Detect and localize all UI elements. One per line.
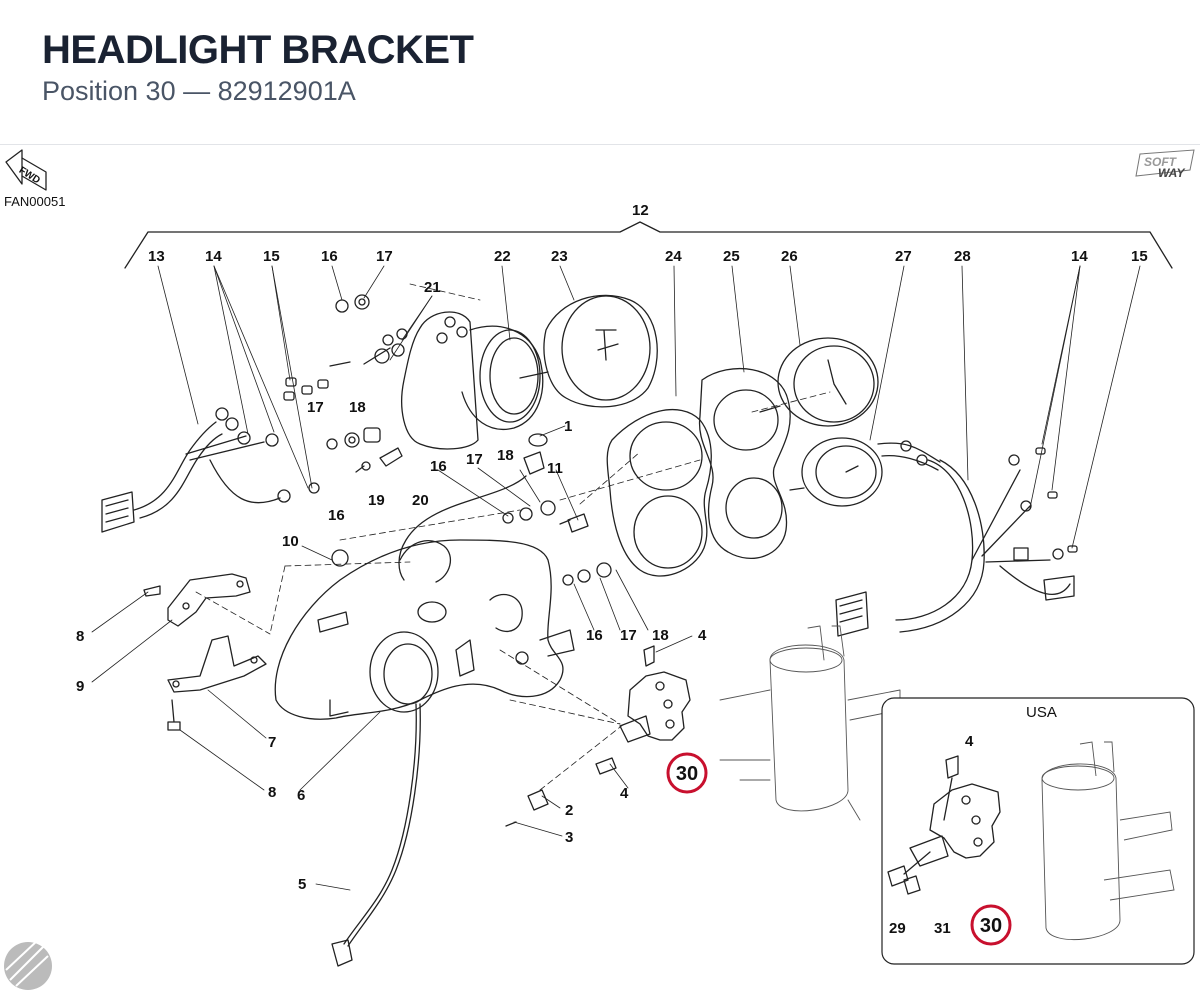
gauge-27 bbox=[789, 437, 883, 507]
label-22: 22 bbox=[494, 248, 511, 265]
gauge-housing-24 bbox=[606, 408, 712, 577]
label-15-right: 15 bbox=[1131, 248, 1148, 265]
highlight-label: 30 bbox=[676, 763, 698, 785]
label-17-mid: 17 bbox=[307, 399, 324, 416]
cable-end bbox=[331, 939, 353, 967]
label-31: 31 bbox=[934, 920, 951, 937]
inset-highlight-position-30[interactable]: 30 bbox=[970, 904, 1012, 946]
label-2: 2 bbox=[565, 802, 573, 819]
label-27: 27 bbox=[895, 248, 912, 265]
label-7: 7 bbox=[268, 734, 276, 751]
headlight-bracket-part-30 bbox=[505, 645, 691, 827]
logo-text-1: SOFT bbox=[1144, 155, 1178, 169]
label-8-bottom: 8 bbox=[268, 784, 276, 801]
label-18-cable: 18 bbox=[497, 447, 514, 464]
label-17-low: 17 bbox=[620, 627, 637, 644]
label-21: 21 bbox=[424, 279, 441, 296]
label-15-left: 15 bbox=[263, 248, 280, 265]
label-10: 10 bbox=[282, 533, 299, 550]
label-26: 26 bbox=[781, 248, 798, 265]
part-number-labels: 12 13 14 15 16 17 21 22 23 24 25 26 27 2… bbox=[76, 202, 1148, 937]
label-4-usa: 4 bbox=[965, 733, 974, 750]
label-17-cable: 17 bbox=[466, 451, 483, 468]
usa-inset bbox=[881, 697, 1195, 965]
bracket-7 bbox=[167, 635, 267, 731]
label-4-upper: 4 bbox=[698, 627, 707, 644]
bracket-9 bbox=[143, 573, 251, 627]
softway-logo: SOFT WAY bbox=[1135, 149, 1195, 180]
forward-arrow-icon bbox=[5, 149, 47, 191]
instrument-housing bbox=[401, 311, 544, 450]
gauge-housing-25 bbox=[698, 367, 791, 559]
header-divider bbox=[0, 144, 1200, 145]
label-16-low: 16 bbox=[586, 627, 603, 644]
label-17-top: 17 bbox=[376, 248, 393, 265]
label-18-mid: 18 bbox=[349, 399, 366, 416]
label-24: 24 bbox=[665, 248, 682, 265]
label-9: 9 bbox=[76, 678, 84, 695]
label-16-left: 16 bbox=[328, 507, 345, 524]
label-14-left: 14 bbox=[205, 248, 222, 265]
label-19: 19 bbox=[368, 492, 385, 509]
inset-title: USA bbox=[1026, 704, 1057, 721]
label-12: 12 bbox=[632, 202, 649, 219]
front-fork-background bbox=[719, 625, 901, 821]
hatched-circle-icon bbox=[4, 939, 52, 990]
headlight-bracket-frame bbox=[274, 539, 575, 720]
label-8-top: 8 bbox=[76, 628, 84, 645]
label-11: 11 bbox=[547, 460, 563, 477]
label-18-low: 18 bbox=[652, 627, 669, 644]
speedometer-cable bbox=[343, 703, 417, 945]
label-28: 28 bbox=[954, 248, 971, 265]
label-3: 3 bbox=[565, 829, 573, 846]
label-4-lower: 4 bbox=[620, 785, 629, 802]
label-16-mid: 16 bbox=[430, 458, 447, 475]
fwd-label: FWD bbox=[17, 165, 42, 186]
logo-text-2: WAY bbox=[1158, 166, 1185, 180]
gauge-23 bbox=[519, 294, 658, 408]
page-title: HEADLIGHT BRACKET bbox=[42, 28, 474, 72]
label-5: 5 bbox=[298, 876, 306, 893]
inset-highlight-label: 30 bbox=[980, 915, 1002, 937]
page-subtitle: Position 30 — 82912901A bbox=[42, 76, 356, 106]
left-wiring-harness bbox=[101, 407, 320, 533]
label-14-right: 14 bbox=[1071, 248, 1088, 265]
label-20: 20 bbox=[412, 492, 429, 509]
label-16-top: 16 bbox=[321, 248, 338, 265]
label-25: 25 bbox=[723, 248, 740, 265]
figure-code: FAN00051 bbox=[4, 194, 66, 209]
label-6: 6 bbox=[297, 787, 305, 804]
label-13: 13 bbox=[148, 248, 165, 265]
label-1: 1 bbox=[564, 418, 572, 435]
label-23: 23 bbox=[551, 248, 568, 265]
inset-bracket-part-30 bbox=[887, 755, 1001, 895]
right-wiring-harness bbox=[835, 440, 1078, 637]
highlight-position-30[interactable]: 30 bbox=[666, 752, 708, 794]
inset-fork-background bbox=[1041, 741, 1175, 940]
gauge-26 bbox=[759, 337, 879, 427]
part-12-bracket bbox=[124, 221, 1173, 269]
label-29: 29 bbox=[889, 920, 906, 937]
